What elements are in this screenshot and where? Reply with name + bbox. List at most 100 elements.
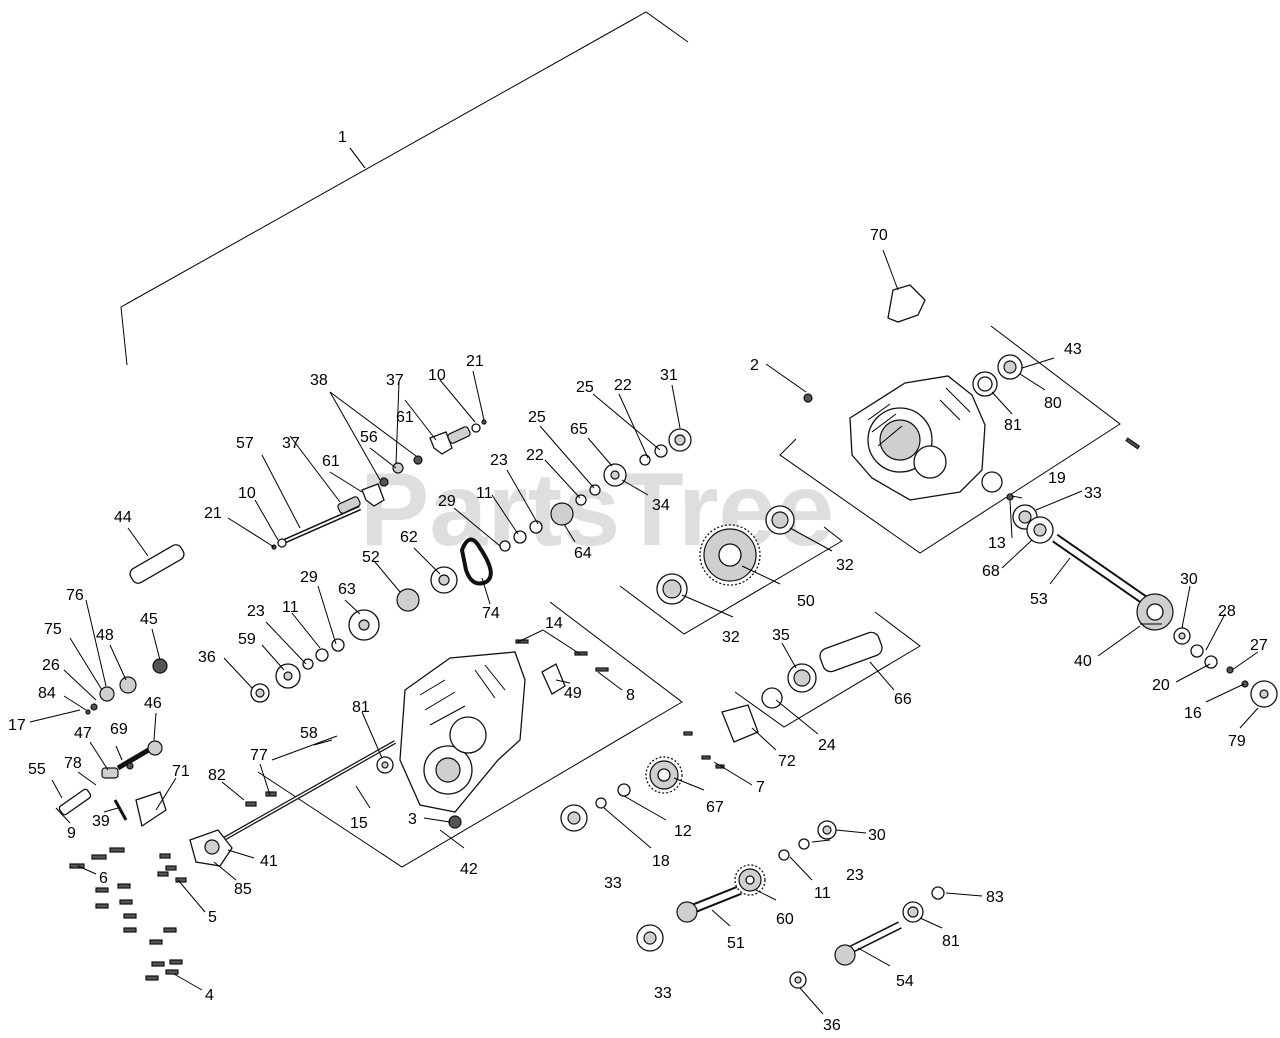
callout-42: 42 [460, 861, 478, 878]
callout-60: 60 [776, 911, 794, 928]
group-bracket-66 [734, 611, 921, 728]
housing-42 [399, 651, 526, 829]
spring-37-right [447, 426, 471, 444]
callout-22-right: 22 [614, 377, 632, 394]
hub-59 [275, 663, 301, 689]
bearing-36-left [250, 683, 270, 703]
callout-29-upper: 29 [438, 493, 456, 510]
seal-81-upper [972, 371, 998, 397]
callout-71: 71 [172, 763, 190, 780]
bearing-30-lower [817, 820, 837, 840]
callout-1: 1 [338, 129, 347, 146]
washer-36-lower [789, 971, 807, 989]
washer-62 [430, 566, 458, 594]
link-47 [101, 767, 119, 779]
callout-23-upper: 23 [490, 452, 508, 469]
callout-14: 14 [545, 615, 563, 632]
callout-62: 62 [400, 529, 418, 546]
callout-53: 53 [1030, 591, 1048, 608]
gear-50 [699, 524, 761, 586]
ring-83 [931, 886, 945, 900]
shaft-69 [116, 745, 154, 771]
group-bracket-58 [271, 735, 338, 761]
callout-11-lower: 11 [814, 885, 831, 902]
callout-8: 8 [626, 687, 635, 704]
cover-plate-49 [541, 663, 566, 695]
gasket-72 [721, 704, 759, 743]
output-shaft-53 [1052, 533, 1153, 609]
callout-52: 52 [362, 549, 380, 566]
plate-70 [887, 284, 926, 323]
callout-33-mid: 33 [604, 875, 622, 892]
callout-36-lower: 36 [823, 1017, 841, 1034]
callout-7: 7 [756, 779, 765, 796]
gear-67 [645, 756, 683, 794]
callout-56: 56 [360, 429, 378, 446]
fork-61-right [429, 431, 453, 455]
selector-shaft-57 [283, 505, 362, 544]
callout-3: 3 [408, 811, 417, 828]
callout-26: 26 [42, 657, 60, 674]
belt-74 [459, 537, 493, 586]
callout-47: 47 [74, 725, 92, 742]
bearing-33-lower [636, 924, 664, 952]
callout-labels: 1 2 3 4 5 6 7 8 9 10 10 11 11 11 12 13 1… [8, 129, 1268, 1034]
callout-59: 59 [238, 631, 256, 648]
gear-48 [119, 676, 137, 694]
callout-77: 77 [250, 747, 268, 764]
gear-63 [348, 609, 380, 641]
callout-69: 69 [110, 721, 128, 738]
callout-29-left: 29 [300, 569, 318, 586]
callout-16: 16 [1184, 705, 1202, 722]
callout-43: 43 [1064, 341, 1082, 358]
gear-51 [676, 901, 698, 923]
disc-79 [1250, 680, 1278, 708]
gear-76 [99, 686, 115, 702]
gear-45 [152, 658, 168, 674]
callout-61-left: 61 [322, 453, 340, 470]
callout-45: 45 [140, 611, 158, 628]
bracket-71 [135, 791, 167, 828]
callout-75: 75 [44, 621, 62, 638]
bearing-30-right [1173, 627, 1191, 645]
callout-84: 84 [38, 685, 56, 702]
callout-32-lower: 32 [722, 629, 740, 646]
pump-41 [189, 829, 233, 867]
seal-24 [761, 687, 783, 709]
callout-10-left: 10 [238, 485, 256, 502]
callout-9: 9 [67, 825, 76, 842]
callout-55: 55 [28, 761, 46, 778]
callout-48: 48 [96, 627, 114, 644]
callout-28: 28 [1218, 603, 1236, 620]
callout-18: 18 [652, 853, 670, 870]
ball-38 [379, 455, 423, 487]
housing-43 [849, 375, 1003, 501]
gear-64 [550, 502, 574, 526]
callout-21-left: 21 [204, 505, 222, 522]
bearing-35 [787, 663, 817, 693]
callout-41: 41 [260, 853, 278, 870]
callout-81-lower: 81 [942, 933, 960, 950]
callout-4: 4 [205, 987, 214, 1004]
callout-24: 24 [818, 737, 836, 754]
callout-61-right: 61 [396, 409, 414, 426]
seal-81-mid [376, 756, 394, 774]
callout-81-upper: 81 [1004, 417, 1022, 434]
gear-60 [734, 864, 766, 896]
callout-36-left: 36 [198, 649, 216, 666]
gear-40 [1136, 593, 1174, 631]
callout-30-lower: 30 [868, 827, 886, 844]
callout-25-right: 25 [576, 379, 594, 396]
callout-33-lower: 33 [654, 985, 672, 1002]
callout-27: 27 [1250, 637, 1268, 654]
callout-51: 51 [727, 935, 745, 952]
callout-63: 63 [338, 581, 356, 598]
callout-46: 46 [144, 695, 162, 712]
bearing-32-upper [765, 505, 795, 535]
callout-39: 39 [92, 813, 110, 830]
callout-40: 40 [1074, 653, 1092, 670]
callout-33-upper: 33 [1084, 485, 1102, 502]
callout-72: 72 [778, 753, 796, 770]
hub-68 [1026, 516, 1054, 544]
gear-46 [147, 740, 163, 756]
